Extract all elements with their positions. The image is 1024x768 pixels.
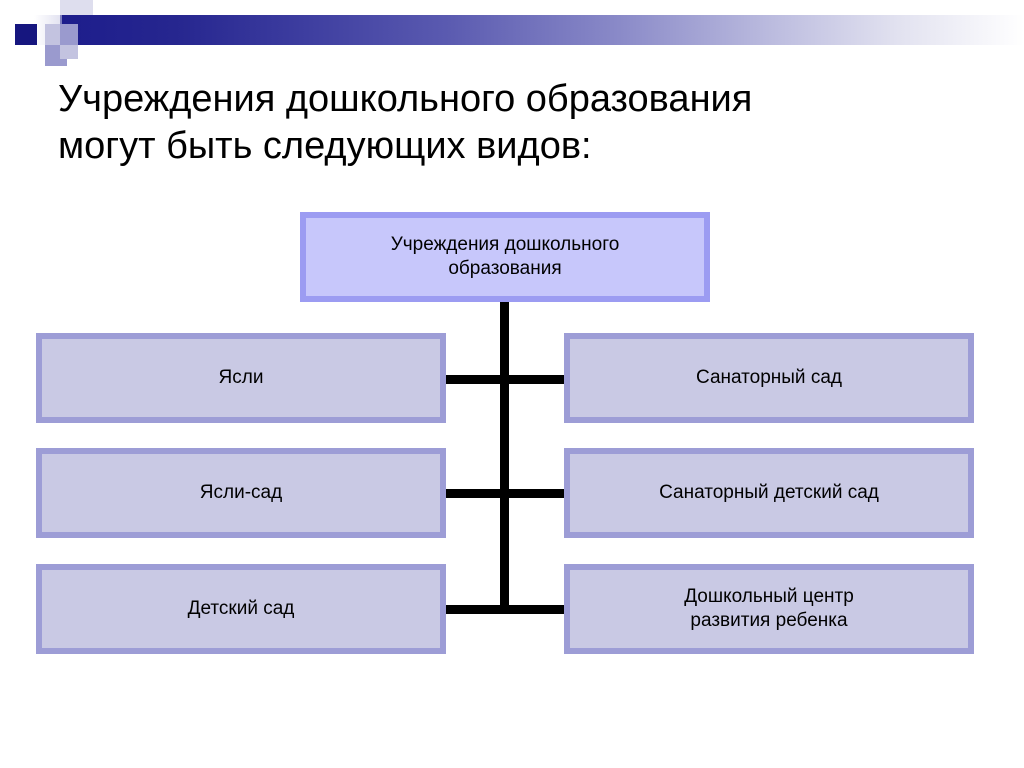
node-right-3[interactable]: Дошкольный центр развития ребенка	[564, 564, 974, 654]
deco-square-navy	[15, 24, 37, 45]
node-right-2-label: Санаторный детский сад	[659, 481, 879, 503]
deco-square-light-2	[60, 45, 78, 59]
header-decoration	[0, 0, 1024, 72]
node-left-2[interactable]: Ясли-сад	[36, 448, 446, 538]
node-left-3-label: Детский сад	[187, 597, 295, 619]
node-right-1-label: Санаторный сад	[696, 366, 842, 388]
node-left-3[interactable]: Детский сад	[36, 564, 446, 654]
header-gradient-bar	[60, 15, 1024, 45]
node-left-1[interactable]: Ясли	[36, 333, 446, 423]
connector-crossbar-row-1	[446, 375, 564, 384]
deco-square-pale-2	[78, 0, 93, 15]
deco-square-light-1	[45, 24, 60, 45]
node-left-1-label: Ясли	[218, 366, 264, 388]
connector-crossbar-row-2	[446, 489, 564, 498]
connector-crossbar-row-3	[446, 605, 564, 614]
connector-trunk-vertical	[500, 302, 509, 614]
node-right-3-label: Дошкольный центр развития ребенка	[684, 585, 854, 631]
deco-square-pale-1	[60, 0, 78, 15]
page-title: Учреждения дошкольного образования могут…	[58, 78, 753, 167]
node-right-1[interactable]: Санаторный сад	[564, 333, 974, 423]
node-right-2[interactable]: Санаторный детский сад	[564, 448, 974, 538]
deco-square-mid-2	[60, 24, 78, 45]
node-left-2-label: Ясли-сад	[199, 481, 283, 503]
node-root-label: Учреждения дошкольного образования	[390, 233, 620, 279]
node-root[interactable]: Учреждения дошкольного образования	[300, 212, 710, 302]
